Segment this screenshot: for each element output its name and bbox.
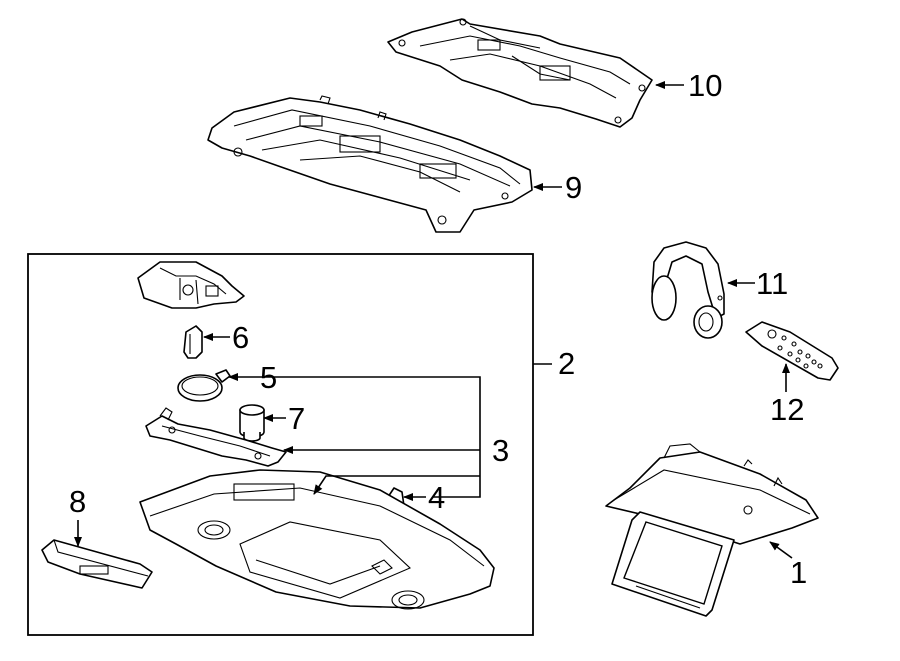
part-9-mounting-tray xyxy=(207,95,533,233)
part-1-display xyxy=(605,443,819,617)
part-7-cylinder xyxy=(239,404,265,442)
leader-lines xyxy=(74,81,793,559)
arrow-1 xyxy=(769,541,793,559)
part-3-bracket xyxy=(145,407,287,467)
callout-4: 4 xyxy=(428,480,445,515)
part-6-clip xyxy=(183,325,203,359)
callout-10: 10 xyxy=(688,68,722,103)
callout-5: 5 xyxy=(260,360,277,395)
callout-1: 1 xyxy=(790,555,807,590)
overhead-console-housing xyxy=(139,469,495,610)
callout-11: 11 xyxy=(756,266,788,301)
callout-7: 7 xyxy=(288,401,305,436)
assembly-box-2 xyxy=(27,253,534,636)
part-11-headphones xyxy=(651,241,725,339)
part-12-remote xyxy=(745,321,839,381)
callout-numbers: 10 9 11 12 2 6 5 7 3 4 8 1 xyxy=(69,68,807,590)
callout-6: 6 xyxy=(232,320,249,355)
bracket-5-4 xyxy=(256,376,481,498)
part-5-lens xyxy=(177,369,231,402)
callout-2: 2 xyxy=(558,346,575,381)
arrow-2-housing xyxy=(313,475,480,495)
callout-12: 12 xyxy=(770,392,804,427)
callout-3: 3 xyxy=(492,433,509,468)
upper-bracket xyxy=(137,261,245,309)
callout-9: 9 xyxy=(565,170,582,205)
part-10-bracket-plate xyxy=(387,18,653,128)
part-8-module xyxy=(41,539,153,589)
callout-8: 8 xyxy=(69,484,86,519)
